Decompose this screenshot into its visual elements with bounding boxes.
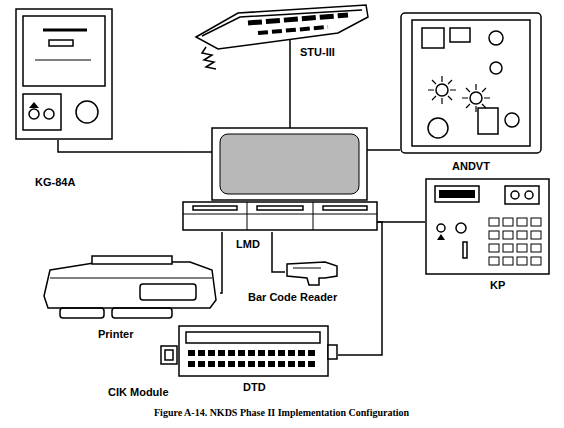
device-illustration	[178, 325, 338, 377]
device-label: KG-84A	[35, 176, 75, 189]
cable-line	[377, 149, 400, 151]
device-label: KP	[490, 279, 505, 292]
device-illustration	[183, 128, 377, 232]
cable-line	[220, 232, 222, 293]
cable-line	[58, 140, 183, 152]
device-label: ANDVT	[452, 160, 490, 173]
barcode-reader: Bar Code Reader	[285, 258, 340, 286]
dtd-device: DTD	[178, 325, 338, 377]
device-illustration	[160, 345, 178, 365]
device-illustration	[40, 256, 220, 322]
device-label: CIK Module	[108, 386, 169, 399]
device-illustration	[400, 12, 542, 154]
andvt-device: ANDVT	[400, 12, 542, 154]
device-label: Bar Code Reader	[248, 291, 337, 304]
device-label: STU-III	[300, 46, 335, 59]
device-illustration	[188, 3, 370, 75]
cable-line	[338, 222, 382, 355]
figure-caption: Figure A-14. NKDS Phase II Implementatio…	[154, 407, 409, 418]
device-illustration	[425, 178, 550, 275]
device-label: LMD	[236, 238, 260, 251]
device-label: Printer	[98, 328, 133, 341]
cable-line	[377, 221, 425, 223]
cik-module: CIK Module	[160, 345, 178, 365]
kg84a-device: KG-84A	[15, 8, 113, 140]
cable-line	[272, 232, 285, 272]
device-illustration	[285, 258, 340, 286]
device-illustration	[15, 8, 113, 140]
kp-processor: KP	[425, 178, 550, 275]
printer-device: Printer	[40, 256, 220, 322]
cable-line	[289, 75, 291, 128]
stu3-telephone: STU-III	[188, 3, 370, 75]
device-label: DTD	[243, 381, 266, 394]
lmd-computer: LMD	[183, 128, 377, 232]
